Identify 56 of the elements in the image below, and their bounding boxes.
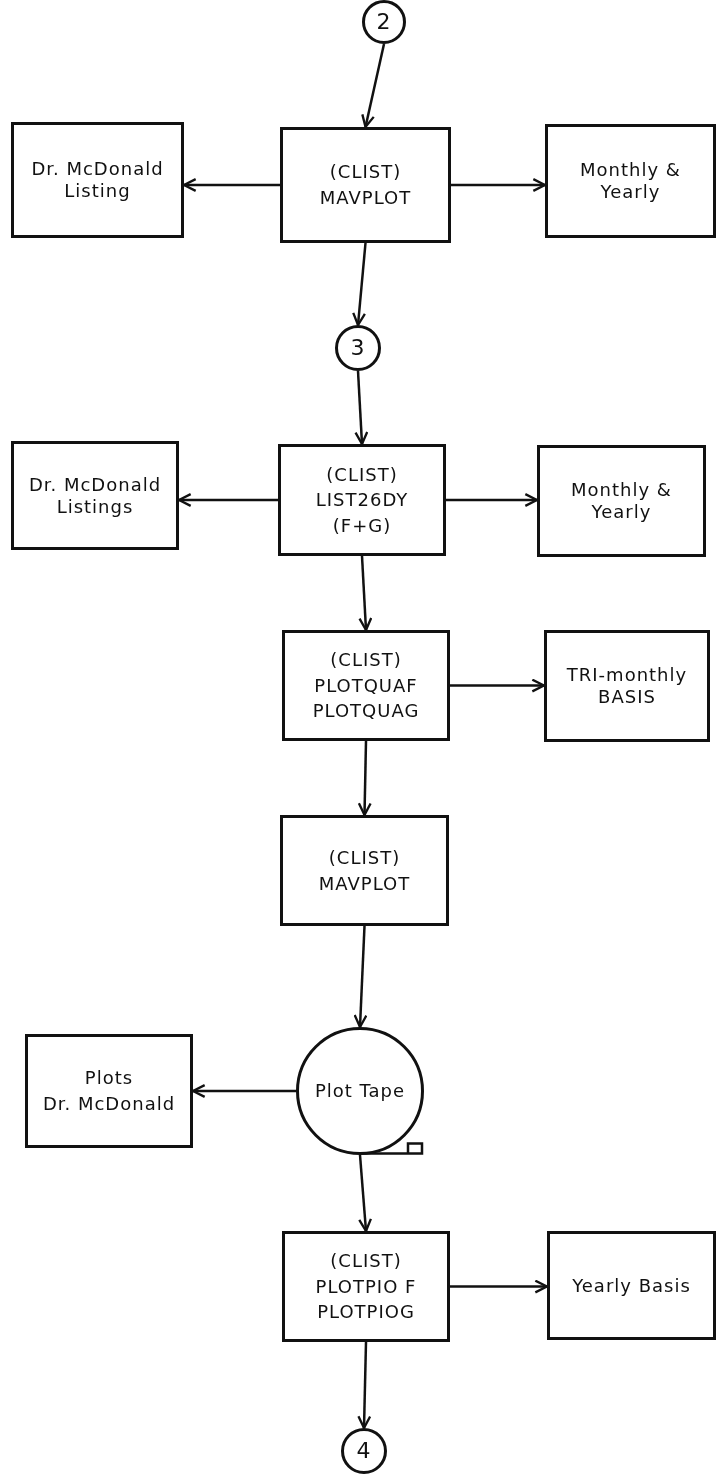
arrow <box>450 1279 549 1294</box>
node-text: 4 <box>356 1437 372 1465</box>
node-text: PLOTPIO F <box>315 1275 417 1298</box>
node-text: Dr. McDonald Listings <box>27 473 163 518</box>
node-text: (F+G) <box>332 514 392 537</box>
node-text: Monthly & Yearly <box>570 479 673 523</box>
process-box <box>11 122 184 238</box>
process-box <box>280 815 449 926</box>
process-box <box>545 124 716 238</box>
node-text: Plots <box>84 1067 134 1089</box>
node-text: (CLIST) <box>330 1250 402 1272</box>
process-box <box>278 444 446 556</box>
node-text: 2 <box>376 8 392 36</box>
process-box <box>547 1231 716 1340</box>
arrow <box>191 1084 296 1098</box>
node-text: MAVPLOT <box>319 187 412 209</box>
process-box <box>280 127 451 243</box>
node-text: Monthly & Yearly <box>579 159 682 203</box>
process-box <box>25 1034 193 1148</box>
arrow <box>352 242 367 327</box>
arrow <box>357 740 372 817</box>
node-text: PLOTPIOG <box>317 1301 415 1323</box>
process-box <box>544 630 710 742</box>
connector-circle <box>341 1428 387 1474</box>
node-text: Yearly Basis <box>572 1274 691 1297</box>
arrow <box>357 1341 372 1430</box>
process-box <box>282 630 450 741</box>
node-text: LIST26DY <box>315 489 409 511</box>
node-text: 3 <box>350 334 366 362</box>
node-text: Dr. McDonald <box>42 1093 176 1115</box>
arrow <box>358 1154 373 1233</box>
arrow <box>450 678 546 693</box>
node-text: MAVPLOT <box>318 872 411 895</box>
node-text: PLOTQUAF <box>314 674 418 697</box>
process-box <box>11 441 179 550</box>
node-text: (CLIST) <box>326 463 398 486</box>
arrow <box>446 493 539 507</box>
node-text: Dr. McDonald Listing <box>30 158 165 202</box>
arrow <box>177 493 278 507</box>
node-text: (CLIST) <box>330 649 402 671</box>
node-text: Plot Tape <box>314 1080 406 1102</box>
connector-circle <box>335 325 381 371</box>
process-box <box>282 1231 450 1342</box>
arrow <box>361 43 386 129</box>
arrow <box>353 925 368 1029</box>
connector-circle <box>362 0 406 44</box>
arrow <box>354 370 369 446</box>
node-text: (CLIST) <box>328 846 401 869</box>
arrow <box>358 555 373 632</box>
arrow <box>182 178 280 192</box>
arrow <box>451 178 547 192</box>
tape-reel <box>296 1027 424 1155</box>
process-box <box>537 445 706 557</box>
node-text: (CLIST) <box>329 161 402 183</box>
node-text: PLOTQUAG <box>312 700 420 722</box>
node-text: TRI-monthly BASIS <box>565 664 689 708</box>
